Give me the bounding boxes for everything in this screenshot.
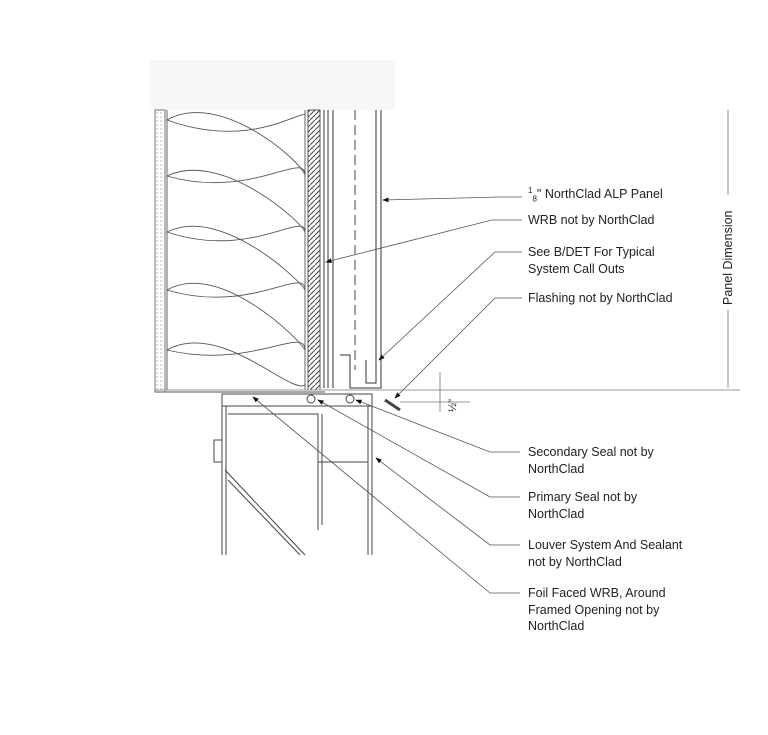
callout-line: NorthClad: [528, 506, 585, 521]
callout-line: Foil Faced WRB, Around: [528, 586, 666, 600]
callout-secondary-seal: Secondary Seal not by NorthClad: [528, 444, 654, 477]
callout-line: NorthClad: [528, 461, 585, 476]
callout-line: Louver System And Sealant: [528, 538, 683, 552]
callout-text: " NorthClad ALP Panel: [536, 187, 663, 202]
callout-line: Secondary Seal not by: [528, 445, 654, 459]
dimension-lines: [400, 110, 729, 412]
leader-lines: [252, 196, 522, 594]
callout-line: System Call Outs: [528, 261, 625, 276]
callout-line: See B/DET For Typical: [528, 245, 655, 259]
panel-dimension-label: Panel Dimension: [721, 210, 735, 306]
callout-line: NorthClad: [528, 619, 585, 633]
louver-frame: [213, 393, 401, 556]
callout-wrb: WRB not by NorthClad: [528, 213, 655, 227]
callout-line: Framed Opening not by: [528, 602, 660, 617]
callout-flashing: Flashing not by NorthClad: [528, 291, 673, 305]
callout-primary-seal: Primary Seal not by NorthClad: [528, 489, 637, 522]
callout-line: not by NorthClad: [528, 554, 622, 569]
flashing: [332, 340, 351, 388]
fraction-num: 1: [528, 186, 533, 195]
sheathing: [154, 109, 166, 393]
gap-dimension-label: ½": [447, 398, 459, 412]
background-band: [150, 60, 395, 110]
insulation-batt: [166, 110, 306, 390]
wrb-layer: [307, 109, 321, 391]
callout-alp-panel: 18" NorthClad ALP Panel: [528, 183, 663, 208]
fraction-den: 8: [532, 194, 537, 204]
callout-louver: Louver System And Sealant not by NorthCla…: [528, 537, 682, 570]
callout-line: Primary Seal not by: [528, 490, 638, 504]
